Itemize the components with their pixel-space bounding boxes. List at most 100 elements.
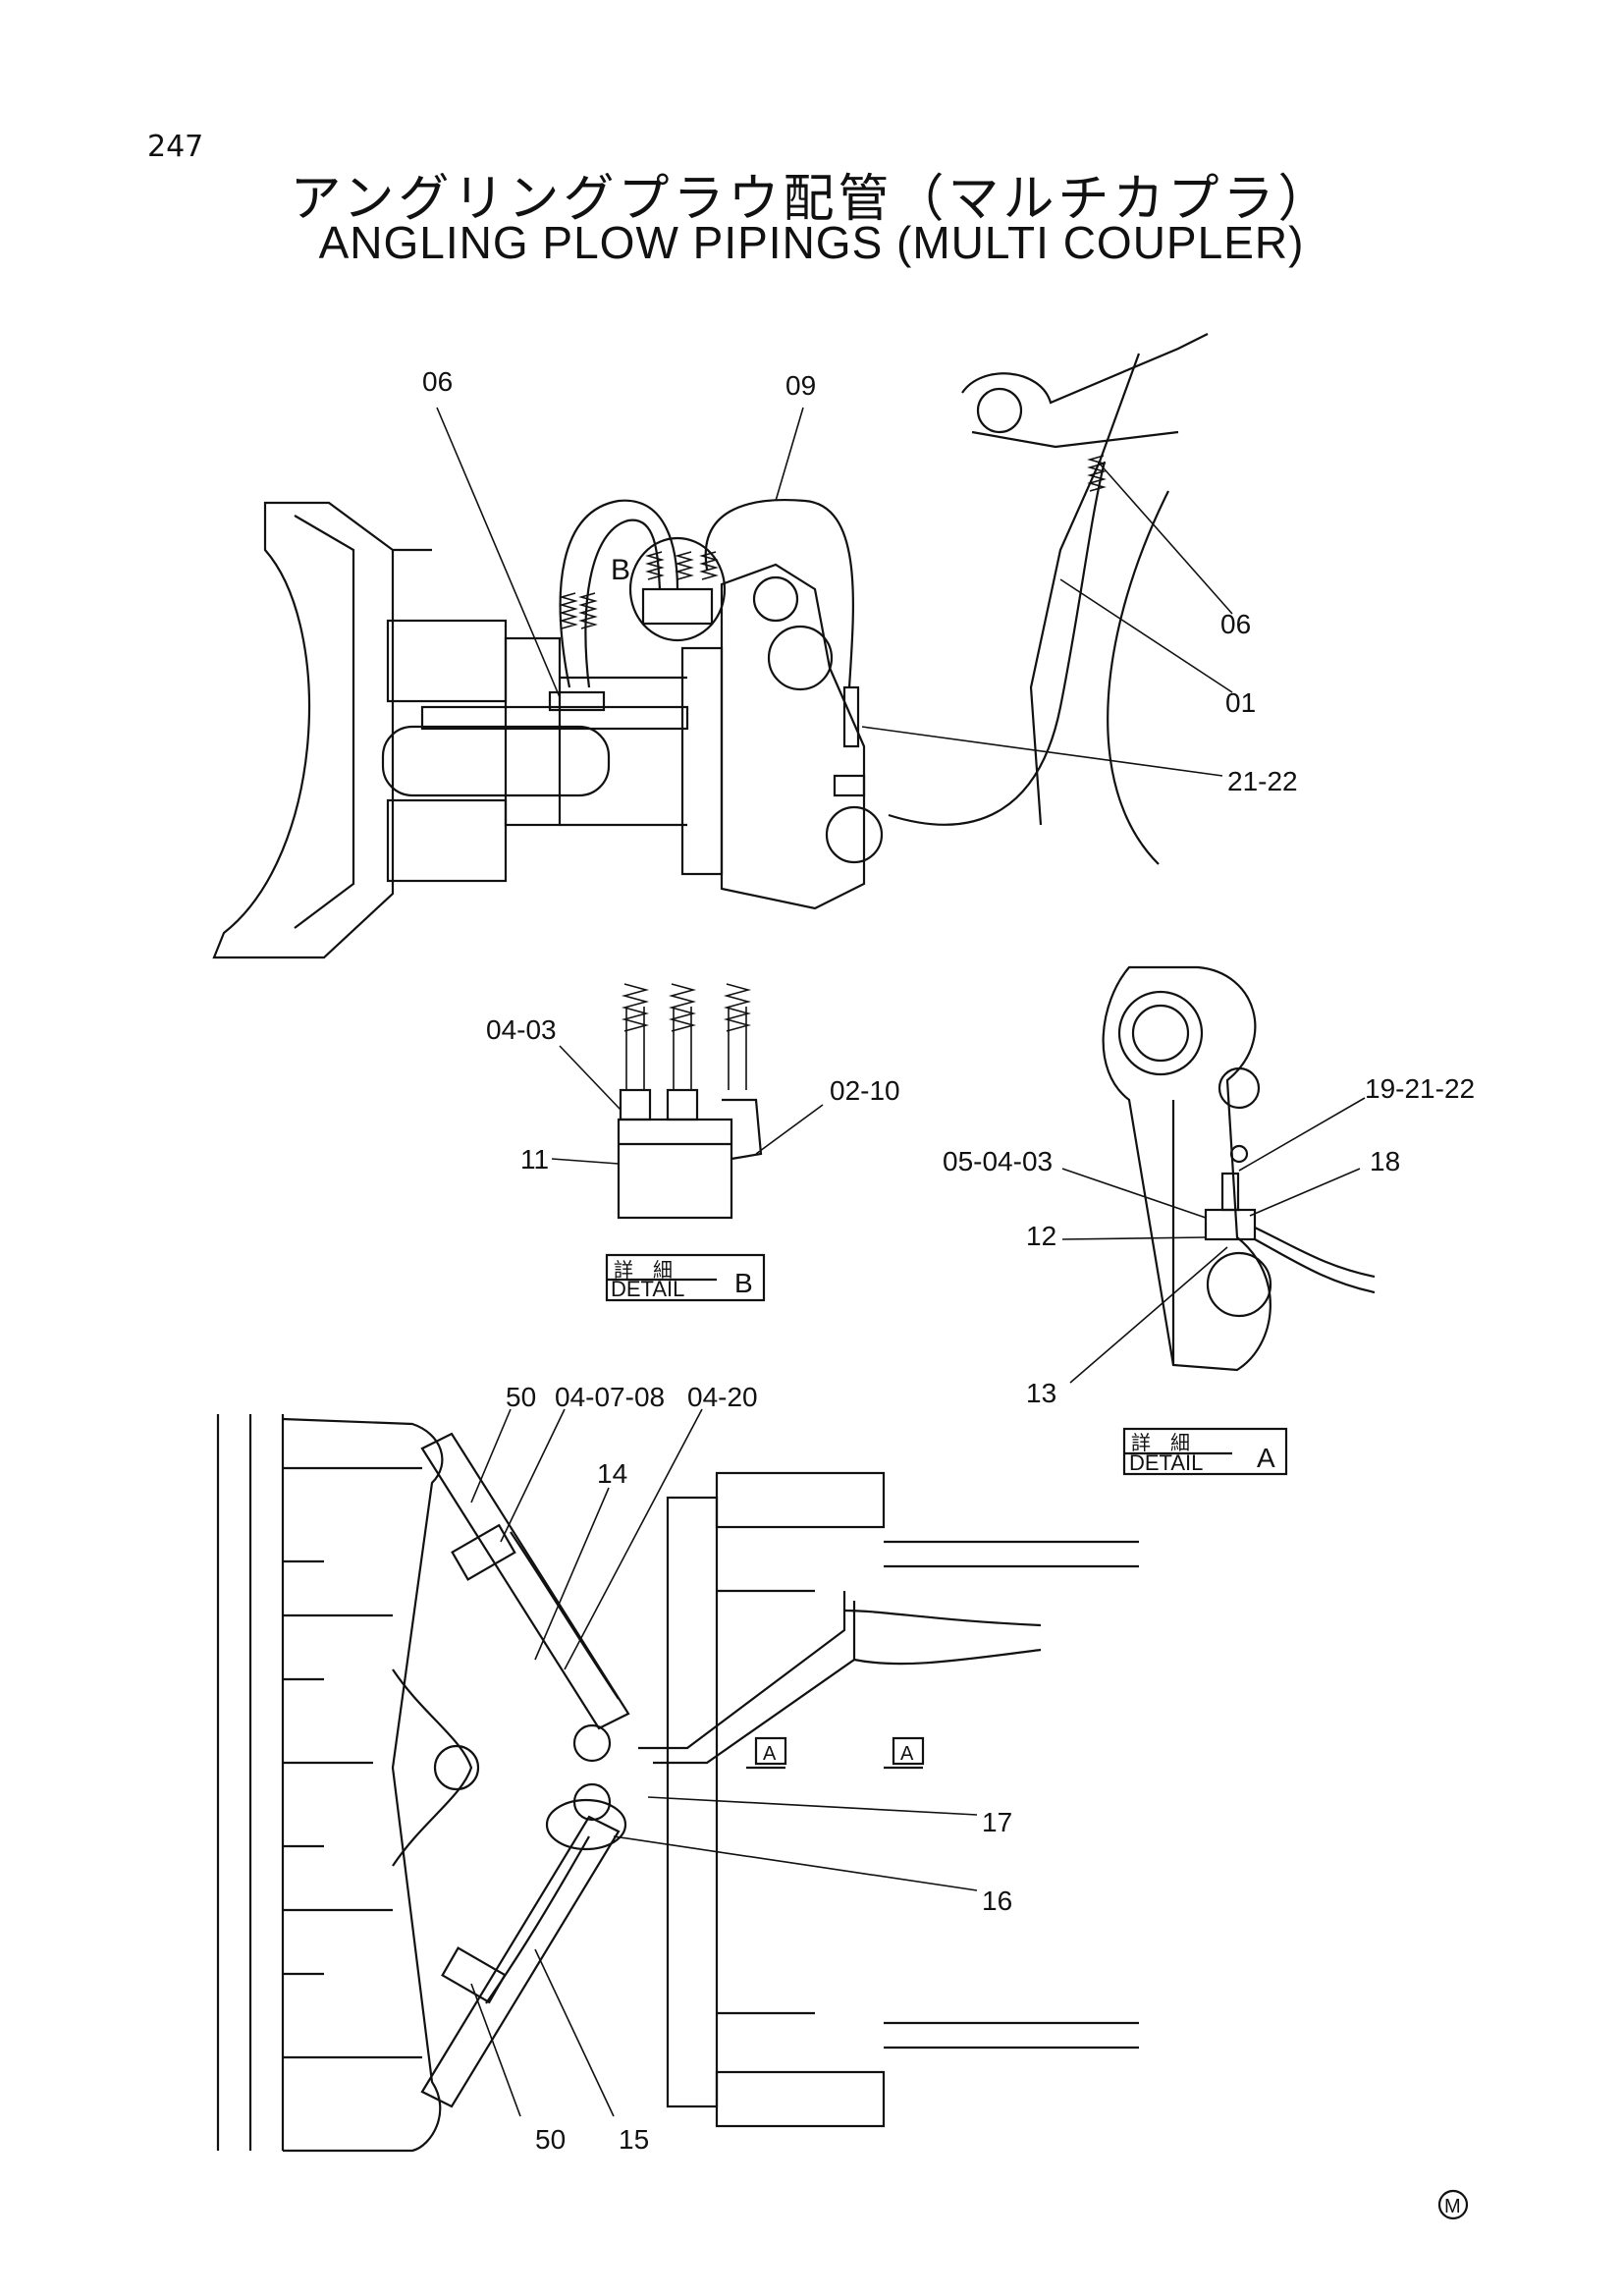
detail-a-label-jp: 詳 細 (1131, 1432, 1190, 1454)
title-japanese: アングリングプラウ配管（マルチカプラ） (290, 170, 1333, 229)
detail-b-label-en: DETAIL (611, 1277, 684, 1301)
manifold-06 (548, 690, 606, 712)
push-frame-plate (666, 1496, 719, 2108)
hose-route-2 (653, 1601, 856, 1765)
callout-b: B (611, 554, 630, 586)
top-assembly-view (212, 333, 1233, 959)
section-markers (746, 1736, 925, 1770)
blade-center-pin (433, 1744, 480, 1791)
section-marker-a-2: A (900, 1743, 914, 1765)
spring-guards (559, 455, 1107, 629)
boom-curve (1107, 490, 1169, 865)
coupler-fitting (833, 774, 866, 797)
detail-a-label-box (1122, 1427, 1288, 1476)
hose-left-1 (559, 499, 679, 688)
callout-04-03: 04-03 (486, 1014, 557, 1045)
detail-a-letter: A (1257, 1443, 1275, 1473)
detail-b-letter: B (734, 1268, 753, 1298)
cylinder-upper (420, 1432, 630, 1730)
callout-04-20: 04-20 (687, 1382, 758, 1412)
section-marker-a-1: A (763, 1743, 777, 1765)
blade-cylinder-block-lower (386, 798, 508, 883)
callout-01: 01 (1225, 687, 1256, 718)
callout-14: 14 (597, 1458, 627, 1489)
plow-blade-inner (294, 515, 355, 929)
blade-frame-outline (282, 1417, 444, 2153)
cylinder-mount (504, 636, 562, 827)
detail-a-hose-2 (1254, 1238, 1376, 1294)
detail-b-fitting-1 (619, 1088, 652, 1121)
pin-lower (825, 805, 884, 864)
main-cylinder (381, 725, 611, 797)
detail-b-fitting-2 (666, 1088, 699, 1121)
pin-middle (767, 625, 834, 691)
title-english: ANGLING PLOW PIPINGS (MULTI COUPLER) (318, 217, 1305, 268)
blade-ribs (283, 1466, 422, 2059)
callout-15: 15 (619, 2124, 649, 2155)
cylinder-rod-plate (420, 705, 689, 731)
hose-route-4 (853, 1648, 1042, 1666)
hose-route-6 (485, 1835, 590, 2004)
m-mark-circle (1437, 2189, 1469, 2220)
push-frame-top (715, 1471, 886, 1529)
callout-18: 18 (1370, 1146, 1400, 1176)
pin-upper (752, 575, 799, 623)
boom-pin (976, 387, 1023, 434)
leader-lines-detail-b (551, 1045, 824, 1165)
callout-12: 12 (1026, 1221, 1056, 1251)
callout-19-21-22: 19-21-22 (1365, 1073, 1475, 1104)
hose-loop-16 (545, 1798, 627, 1851)
coupler-bracket (720, 563, 866, 910)
callout-50-bottom: 50 (535, 2124, 566, 2155)
boom-arm (961, 333, 1209, 449)
detail-a-bracket (1102, 965, 1271, 1372)
detail-a-block-12 (1204, 1208, 1257, 1241)
hose-left-2 (584, 519, 662, 688)
section-marker-box-2 (892, 1736, 925, 1766)
detail-b-elbow (722, 1098, 763, 1161)
boom-outline (1029, 353, 1141, 826)
leader-lines-bottom (470, 1408, 978, 2117)
detail-a-fitting-18 (1220, 1172, 1240, 1212)
callout-09: 09 (785, 370, 816, 401)
plow-blade (212, 501, 395, 959)
m-mark: M (1444, 2196, 1461, 2217)
coupler-plate (680, 646, 724, 876)
leader-lines-detail-a (1061, 1097, 1366, 1384)
leader-lines-top (436, 407, 1233, 777)
bottom-assembly-view (216, 1408, 1139, 2153)
hose-route-3 (843, 1609, 1042, 1627)
callout-13: 13 (1026, 1378, 1056, 1408)
hose-09 (704, 499, 854, 688)
section-marker-box-1 (754, 1736, 787, 1766)
callout-06-right: 06 (1220, 609, 1251, 639)
callout-16: 16 (982, 1886, 1012, 1916)
detail-b-hoses (621, 983, 752, 1090)
detail-b-label-jp: 詳 細 (614, 1259, 673, 1282)
fitting-21-22 (842, 685, 860, 748)
callout-05-04-03: 05-04-03 (943, 1146, 1053, 1176)
detail-a-bolt (1229, 1144, 1249, 1164)
detail-a-label-en: DETAIL (1129, 1450, 1203, 1475)
push-frame-bottom (715, 2070, 886, 2128)
callout-11: 11 (520, 1144, 549, 1175)
detail-a-view (1061, 965, 1376, 1476)
callout-50-top: 50 (506, 1382, 536, 1412)
blade-cylinder-block-upper (386, 619, 508, 703)
hose-01 (888, 461, 1107, 826)
page-number: 247 (147, 130, 204, 164)
callout-06-top-left: 06 (422, 366, 453, 397)
cylinder-upper-pin (572, 1723, 612, 1763)
cylinder-lower-clamp (441, 1946, 507, 2004)
detail-b-circle (628, 536, 727, 642)
blade-center-bracket (392, 1668, 473, 1867)
callout-04-07-08: 04-07-08 (555, 1382, 665, 1412)
detail-b-label-box (605, 1253, 766, 1302)
hose-route-5 (510, 1531, 620, 1700)
detail-a-pin-middle (1217, 1066, 1261, 1110)
hose-route-1 (638, 1591, 846, 1750)
detail-a-pin-upper-inner (1131, 1004, 1190, 1063)
detail-b-view (551, 983, 824, 1302)
detail-a-hose (1254, 1227, 1376, 1279)
